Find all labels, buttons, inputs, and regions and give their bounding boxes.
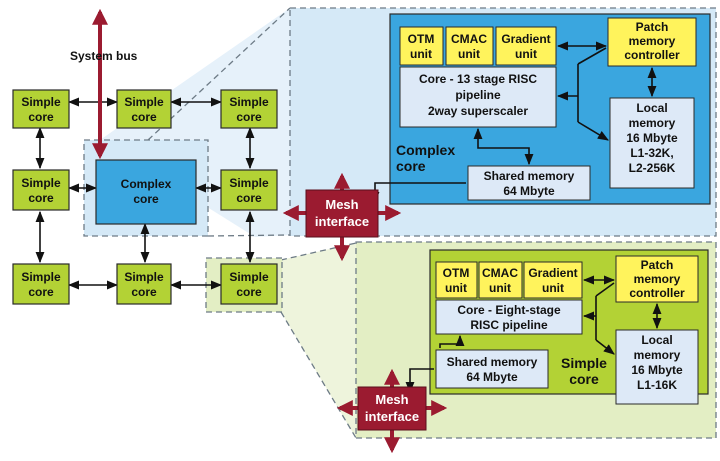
svg-text:Mesh: Mesh [325, 197, 358, 212]
complex-core-title: Complex [396, 142, 455, 158]
svg-text:unit: unit [458, 47, 480, 61]
svg-text:core: core [236, 110, 262, 124]
simple-core: Simple core [220, 169, 278, 211]
svg-text:unit: unit [445, 281, 467, 295]
svg-text:interface: interface [365, 409, 419, 424]
svg-text:Gradient: Gradient [528, 266, 577, 280]
simple-detail-connections [405, 275, 662, 394]
svg-text:core: core [28, 110, 54, 124]
svg-text:Shared memory: Shared memory [484, 169, 575, 183]
svg-text:memory: memory [634, 348, 681, 362]
otm-unit [399, 26, 444, 66]
zoom-line [280, 311, 357, 439]
svg-text:Core - 13 stage RISC: Core - 13 stage RISC [419, 72, 537, 86]
mesh-interface-simple: Mesh interface [336, 368, 448, 454]
svg-text:Simple: Simple [124, 270, 164, 284]
svg-text:16 Mbyte: 16 Mbyte [631, 363, 683, 377]
gradient-unit [495, 26, 557, 66]
simple-core: Simple core [116, 263, 172, 305]
patch-memory-controller [615, 255, 699, 303]
svg-text:Mesh: Mesh [375, 392, 408, 407]
svg-text:memory: memory [634, 272, 681, 286]
svg-text:Patch: Patch [641, 258, 674, 272]
svg-text:controller: controller [629, 286, 685, 300]
svg-text:core: core [28, 191, 54, 205]
patch-memory-controller [607, 17, 697, 67]
system-bus-label: System bus [70, 49, 138, 63]
cmac-unit [478, 261, 523, 299]
svg-text:RISC pipeline: RISC pipeline [470, 318, 548, 332]
svg-text:L1-32K,: L1-32K, [630, 146, 673, 160]
svg-text:Simple: Simple [21, 270, 61, 284]
svg-text:Simple: Simple [21, 176, 61, 190]
svg-text:Local: Local [636, 101, 667, 115]
svg-text:Simple: Simple [229, 95, 269, 109]
simple-core: Simple core [220, 89, 278, 129]
shared-memory [467, 165, 591, 201]
simple-core-title: core [569, 371, 599, 387]
svg-text:unit: unit [542, 281, 564, 295]
svg-text:memory: memory [629, 116, 676, 130]
shared-memory [435, 349, 549, 389]
complex-core: Complex core [95, 159, 197, 225]
local-memory [609, 97, 695, 189]
local-memory [615, 329, 699, 405]
svg-text:unit: unit [515, 47, 537, 61]
mesh-interface-complex: Mesh interface [282, 172, 402, 262]
svg-text:core: core [28, 285, 54, 299]
svg-text:unit: unit [489, 281, 511, 295]
otm-unit [435, 261, 478, 299]
svg-text:Patch: Patch [636, 20, 669, 34]
svg-text:Simple: Simple [229, 176, 269, 190]
svg-text:Shared memory: Shared memory [447, 355, 538, 369]
svg-text:Core - Eight-stage: Core - Eight-stage [457, 303, 561, 317]
simple-core: Simple core [12, 89, 70, 129]
svg-text:unit: unit [410, 47, 432, 61]
svg-text:64 Mbyte: 64 Mbyte [466, 370, 518, 384]
svg-text:Gradient: Gradient [501, 32, 550, 46]
svg-text:CMAC: CMAC [482, 266, 518, 280]
simple-core: Simple core [12, 169, 70, 211]
svg-text:memory: memory [629, 34, 676, 48]
svg-text:CMAC: CMAC [451, 32, 487, 46]
svg-text:OTM: OTM [408, 32, 435, 46]
svg-text:L2-256K: L2-256K [629, 161, 676, 175]
svg-text:Simple: Simple [229, 270, 269, 284]
simple-core: Simple core [116, 89, 172, 129]
core-pipeline [399, 66, 557, 128]
complex-detail-connections [370, 41, 657, 204]
complex-core-title: core [396, 158, 426, 174]
svg-text:Complex: Complex [121, 177, 172, 191]
svg-text:interface: interface [315, 214, 369, 229]
svg-text:Simple: Simple [21, 95, 61, 109]
svg-text:Local: Local [641, 333, 672, 347]
svg-text:core: core [236, 285, 262, 299]
simple-core-title: Simple [561, 355, 607, 371]
core-pipeline [435, 299, 583, 335]
simple-core: Simple core [220, 263, 278, 305]
svg-text:core: core [236, 191, 262, 205]
zoom-line [147, 7, 291, 141]
svg-text:16 Mbyte: 16 Mbyte [626, 131, 678, 145]
svg-text:core: core [131, 285, 157, 299]
svg-text:core: core [133, 192, 159, 206]
svg-text:controller: controller [624, 48, 680, 62]
svg-text:core: core [131, 110, 157, 124]
svg-text:pipeline: pipeline [455, 88, 501, 102]
svg-text:64 Mbyte: 64 Mbyte [503, 184, 555, 198]
gradient-unit [523, 261, 583, 299]
zoom-region-simple [281, 243, 356, 438]
svg-text:2way superscaler: 2way superscaler [428, 104, 528, 118]
cmac-unit [445, 26, 494, 66]
svg-text:L1-16K: L1-16K [637, 378, 677, 392]
svg-text:OTM: OTM [443, 266, 470, 280]
svg-text:Simple: Simple [124, 95, 164, 109]
simple-core: Simple core [12, 263, 70, 305]
